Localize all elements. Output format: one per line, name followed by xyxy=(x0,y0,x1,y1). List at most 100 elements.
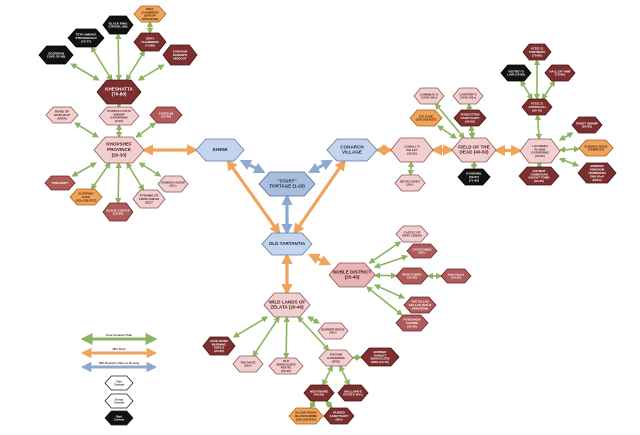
zone-shape xyxy=(232,355,264,373)
connection-noble-catacombs xyxy=(373,254,409,269)
zone-shape xyxy=(102,15,134,35)
connection-conall-bear-caves xyxy=(407,160,415,177)
zone-kyndaril[interactable]: KYNDARIL(60-67)(71-80) xyxy=(457,168,491,186)
zone-shape xyxy=(44,175,76,191)
zone-start[interactable]: "START"TORTAGE (1-20) xyxy=(258,171,316,197)
zone-caves-ii[interactable]: CAVES (II)(20-30) xyxy=(149,106,183,124)
zone-iron-tower[interactable]: IRON TOWER(20-30) xyxy=(395,267,429,285)
legend-label: NPC Road (for effect on hit area) xyxy=(99,361,139,365)
zone-noble[interactable]: NOBLE DISTRICT(20-40) xyxy=(328,262,376,288)
zone-shape xyxy=(413,87,445,105)
zone-shape xyxy=(544,64,576,82)
zone-conans-rock[interactable]: CONAN'S ROCK(TEMPEST) xyxy=(578,139,614,157)
zone-hall-ymir[interactable]: HALL OF YMIR(75-80) xyxy=(544,64,576,82)
zone-label: THE MAZE(20+) xyxy=(240,360,255,367)
zone-treasury[interactable]: TREASURY xyxy=(44,175,76,191)
zone-kheshatta[interactable]: KHESHATTA(70-80) xyxy=(96,79,142,105)
zone-shape xyxy=(133,32,167,52)
zone-ice-cave[interactable]: ICE CAVE(SOLOQUEST) xyxy=(409,109,443,127)
zone-bear-caves[interactable]: BEAR CAVES(20+) xyxy=(394,174,426,192)
zone-frost-swamp[interactable]: FROST SWAMP(65-80) xyxy=(571,116,603,134)
zone-shape xyxy=(452,87,484,105)
zone-shape xyxy=(326,138,378,162)
zone-khemi[interactable]: KHEMI xyxy=(195,138,245,162)
zone-label: NIGHTMARE(40-50) xyxy=(310,389,328,396)
connection-kheshatta-teth-amon xyxy=(90,45,113,82)
zone-shape xyxy=(162,44,198,66)
zone-nightmare[interactable]: NIGHTMARE(40-50) xyxy=(303,384,335,402)
zone-shape xyxy=(288,407,324,425)
zone-shape xyxy=(577,162,617,184)
zone-old-tarantia[interactable]: OLD TARTANTIA xyxy=(261,232,313,256)
zone-shape xyxy=(96,79,142,105)
connection-noble-forsaken xyxy=(366,286,403,316)
connection-khopshef-treasury xyxy=(71,162,97,177)
connection-khopshef-black-castle xyxy=(115,161,122,205)
connection-poitain-nightmare xyxy=(322,364,333,387)
zone-maze[interactable]: THE MAZE(20+) xyxy=(232,355,264,373)
zone-shape xyxy=(337,384,369,402)
connection-start-khemi xyxy=(239,159,266,174)
connection-lacheish-conans-rock xyxy=(558,145,581,153)
zone-sunken-house[interactable]: SUNKEN HOUSE(25+) xyxy=(157,175,189,193)
zone-shape xyxy=(69,188,103,206)
zone-dark-house[interactable]: Dark House(20-35) xyxy=(440,268,472,284)
zone-border-ridge[interactable]: BORDER RIDGE(40+) xyxy=(317,322,349,340)
zone-catacombs[interactable]: CATACOMBS(20+) xyxy=(406,243,438,259)
connection-khopshef-ruins-of-koth xyxy=(73,122,99,138)
zone-black-castle[interactable]: BLACK CASTLE(20-30) xyxy=(102,202,134,222)
zone-shape xyxy=(571,116,603,134)
